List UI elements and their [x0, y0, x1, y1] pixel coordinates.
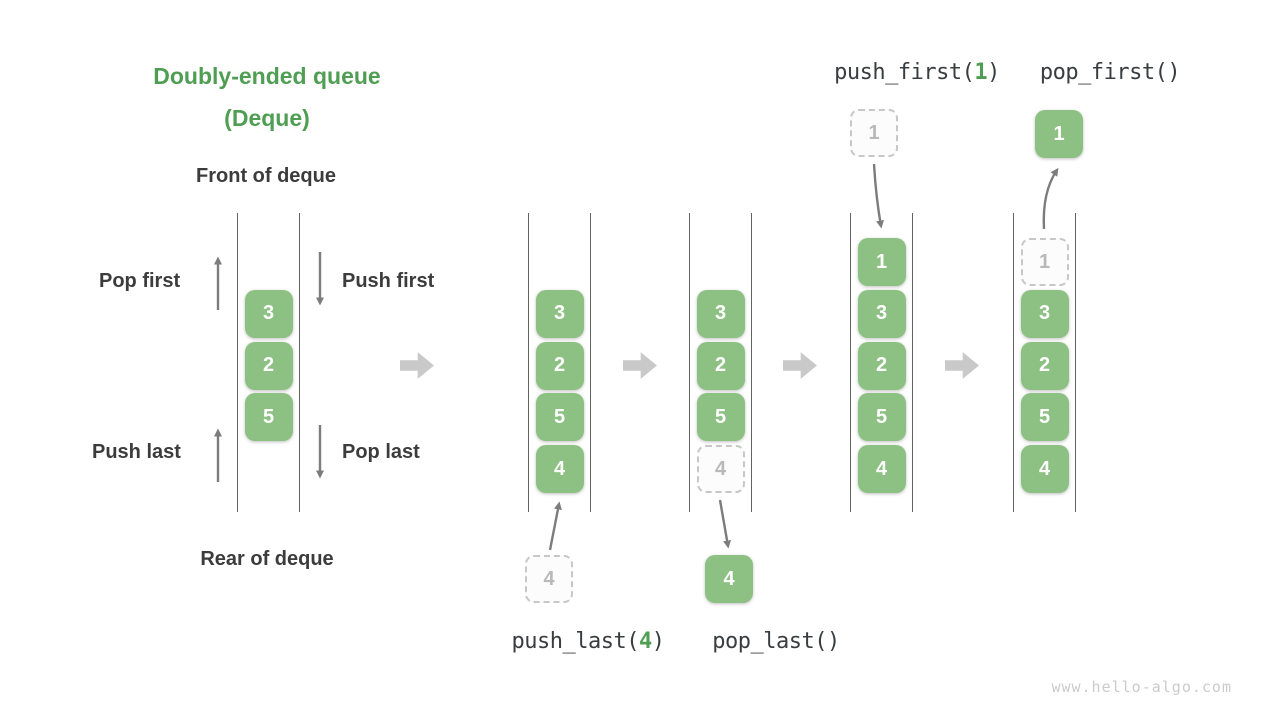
deque-cell: 5 — [696, 393, 745, 442]
push-last-label: Push last — [92, 441, 181, 463]
pop-first-label: Pop first — [99, 270, 181, 292]
deque-cell: 3 — [535, 289, 584, 338]
diagram-title-line1: Doubly-ended queue — [153, 63, 381, 89]
deque-cell: 5 — [857, 393, 906, 442]
deque-cell: 2 — [1020, 341, 1069, 390]
deque-cell: 2 — [696, 341, 745, 390]
push-first-label: Push first — [342, 270, 435, 292]
pop-first-code-label: pop_first() — [1039, 60, 1181, 85]
right-arrow-icon — [945, 352, 979, 379]
deque-cell: 4 — [857, 445, 906, 493]
deque-cell: 1 — [857, 238, 906, 286]
diagram-title-line2: (Deque) — [224, 105, 310, 131]
code-arg: 4 — [638, 629, 652, 654]
code-arg: 1 — [974, 60, 988, 85]
popped-first-element-box: 1 — [1035, 110, 1083, 158]
deque-cell: 3 — [244, 289, 293, 338]
deque-cell: 2 — [244, 341, 293, 390]
deque-cell: 3 — [857, 289, 906, 338]
diagram-title: Doubly-ended queue (Deque) — [153, 55, 380, 139]
deque-cell: 4 — [535, 445, 584, 493]
push-last-code-label: push_last(4) — [512, 629, 665, 654]
deque-cell: 2 — [535, 341, 584, 390]
deque-cell: 5 — [1020, 393, 1069, 442]
code-text: push_first( — [834, 60, 975, 85]
deque-cell: 2 — [857, 341, 906, 390]
pushed-first-element-box: 1 — [850, 109, 898, 157]
right-arrow-icon — [783, 352, 817, 379]
deque-cell: 5 — [535, 393, 584, 442]
pushed-last-element-box: 4 — [525, 555, 573, 603]
front-of-deque-label: Front of deque — [196, 165, 336, 187]
code-text: pop_first() — [1039, 60, 1181, 85]
deque-cell: 1 — [1020, 238, 1069, 286]
deque-cell: 3 — [696, 289, 745, 338]
pop-last-code-label: pop_last() — [712, 629, 840, 654]
rear-of-deque-label: Rear of deque — [200, 548, 334, 570]
pop-last-label: Pop last — [342, 441, 420, 463]
deque-cell: 3 — [1020, 289, 1069, 338]
right-arrow-icon — [400, 352, 434, 379]
code-text: pop_last() — [712, 629, 840, 654]
deque-cell: 4 — [696, 445, 745, 493]
code-text: ) — [987, 60, 1000, 85]
popped-last-element-box: 4 — [705, 555, 753, 603]
right-arrow-icon — [623, 352, 657, 379]
code-text: ) — [651, 629, 665, 654]
push-first-code-label: push_first(1) — [834, 60, 1000, 85]
code-text: push_last( — [511, 629, 640, 654]
deque-cell: 5 — [244, 393, 293, 442]
watermark: www.hello-algo.com — [1051, 678, 1232, 696]
deque-cell: 4 — [1020, 445, 1069, 493]
